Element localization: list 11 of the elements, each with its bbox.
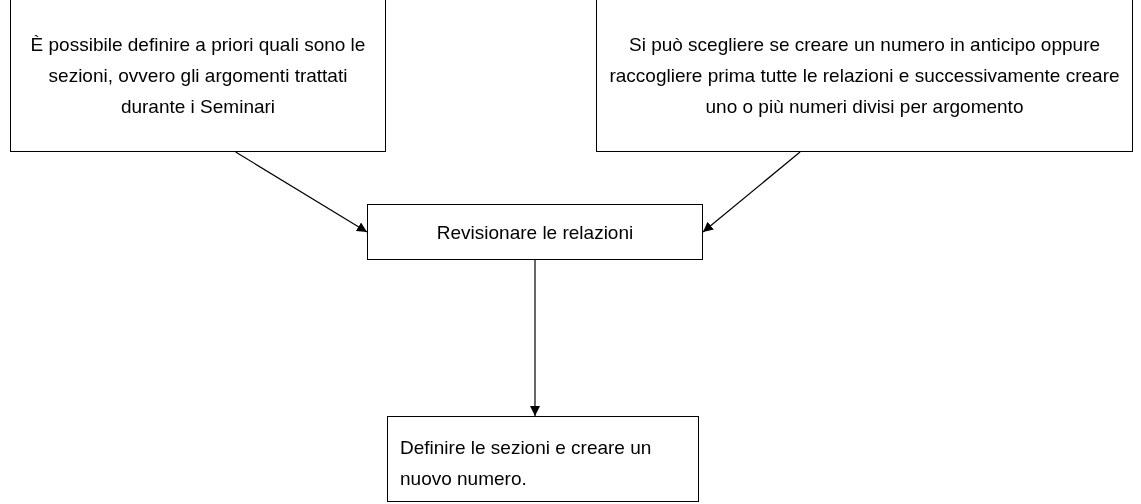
process-box (596, 0, 1133, 152)
box-text: Definire le sezioni e creare un nuovo numero. (400, 436, 653, 491)
process-box (367, 204, 703, 260)
process-box (387, 416, 699, 502)
box-text: Si può scegliere se creare un numero in anticipo oppure raccogliere prima tutte le relazioni e successivamente creare uno o più numeri divisi per argomento (608, 32, 1121, 119)
box-text: Revisionare le relazioni (436, 220, 634, 245)
arrow (702, 151, 801, 233)
arrow (235, 151, 368, 233)
process-box (10, 0, 386, 152)
arrow (530, 259, 540, 417)
box-text: È possibile definire a priori quali sono le sezioni, ovvero gli argomenti trattati durante i Seminari (29, 32, 367, 119)
